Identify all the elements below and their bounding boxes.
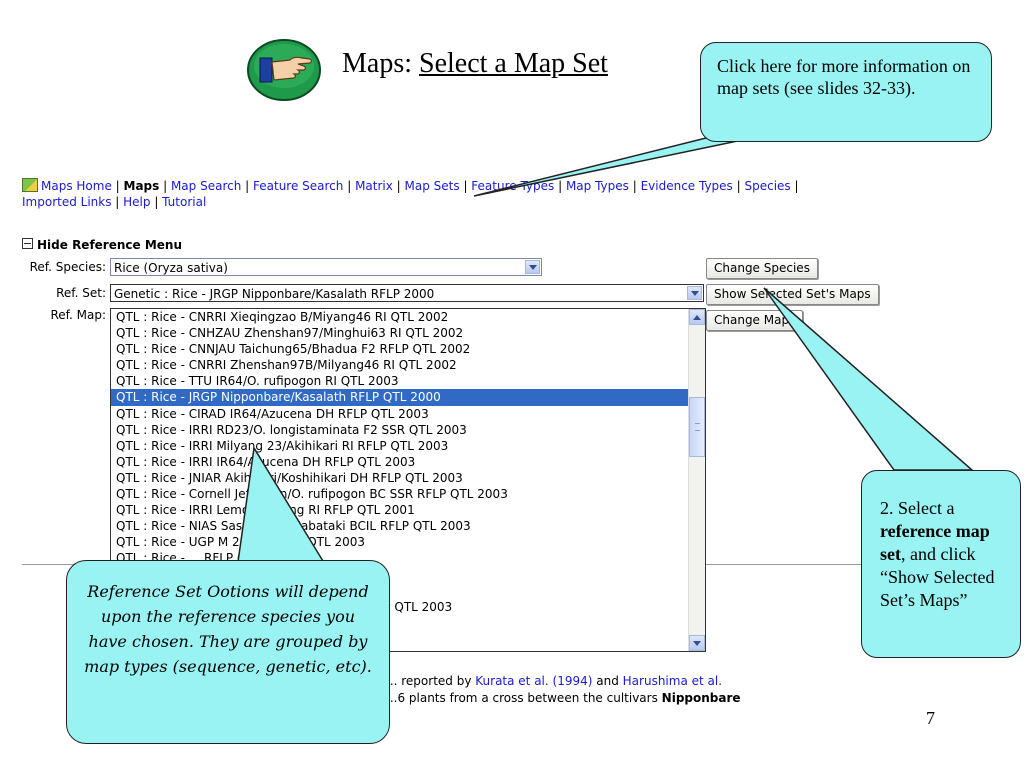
scroll-thumb[interactable]	[689, 397, 705, 457]
pointing-hand-icon	[247, 39, 321, 101]
nav-help[interactable]: Help	[123, 195, 151, 209]
dropdown-scrollbar[interactable]	[688, 309, 705, 651]
dropdown-option[interactable]: QTL : Rice - Cornell Jefferson/O. rufipo…	[116, 487, 508, 502]
ref-set-select[interactable]: Genetic : Rice - JRGP Nipponbare/Kasalat…	[110, 284, 704, 302]
maps-logo-icon	[22, 178, 38, 192]
dropdown-option[interactable]: QTL : Rice - TTU IR64/O. rufipogon RI QT…	[116, 374, 399, 389]
nav-map-search[interactable]: Map Search	[170, 179, 242, 193]
dropdown-option[interactable]: QTL : Rice - CIRAD IR64/Azucena DH RFLP …	[116, 406, 429, 421]
ref-species-select[interactable]: Rice (Oryza sativa)	[110, 258, 542, 276]
scroll-up-icon[interactable]	[689, 309, 705, 325]
dropdown-option-selected[interactable]: QTL : Rice - JRGP Nipponbare/Kasalath RF…	[111, 389, 705, 406]
nav-maps: Maps	[123, 179, 160, 193]
nav-tutorial[interactable]: Tutorial	[162, 195, 207, 209]
hide-reference-menu-toggle[interactable]: Hide Reference Menu	[22, 238, 182, 252]
nav-feature-search[interactable]: Feature Search	[253, 179, 344, 193]
nav-imported-links[interactable]: Imported Links	[22, 195, 112, 209]
nav-species[interactable]: Species	[744, 179, 791, 193]
nav-maps-home[interactable]: Maps Home	[41, 179, 112, 193]
map-sets-info-callout: Click here for more information on map s…	[700, 42, 992, 142]
kurata-link[interactable]: Kurata et al. (1994)	[475, 674, 593, 688]
dropdown-option[interactable]: QTL : Rice - CNNJAU Taichung65/Bhadua F2…	[116, 342, 471, 357]
scroll-down-icon[interactable]	[689, 635, 705, 651]
select-reference-set-callout: 2. Select a reference map set, and click…	[861, 470, 1021, 658]
select-map-set-link[interactable]: Select a Map Set	[419, 48, 608, 79]
nav-matrix[interactable]: Matrix	[355, 179, 393, 193]
slide-number: 7	[926, 708, 935, 728]
dropdown-option[interactable]: QTL : Rice - CNHZAU Zhenshan97/Minghui63…	[116, 326, 464, 341]
reference-set-options-callout: Reference Set Ootions will depend upon t…	[66, 560, 390, 744]
collapse-icon	[22, 238, 33, 249]
slide-title: Maps: Select a Map Set	[342, 48, 608, 79]
dropdown-option[interactable]: QTL : Rice - IRRI RD23/O. longistaminata…	[116, 422, 467, 437]
harushima-link[interactable]: Harushima et al.	[622, 674, 723, 688]
ref-set-label: Ref. Set:	[56, 286, 106, 300]
map-set-description: ... reported by Kurata et al. (1994) and…	[386, 674, 741, 705]
nav-bar: Maps Home | Maps | Map Search | Feature …	[22, 178, 799, 209]
ref-species-label: Ref. Species:	[29, 260, 106, 274]
dropdown-option[interactable]: QTL : Rice - JNIAR Akihikari/Koshihikari…	[116, 470, 463, 485]
nav-map-sets[interactable]: Map Sets	[404, 179, 460, 193]
chevron-down-icon[interactable]	[687, 286, 702, 300]
dropdown-option[interactable]: QTL : Rice - CNRRI Xieqingzao B/Miyang46…	[116, 310, 449, 324]
dropdown-option[interactable]: QTL : Rice - IRRI IR64/Azucena DH RFLP Q…	[116, 454, 416, 469]
dropdown-option[interactable]: QTL : Rice - IRRI Milyang 23/Akihikari R…	[116, 438, 449, 453]
chevron-down-icon[interactable]	[525, 260, 540, 274]
show-selected-sets-maps-button[interactable]: Show Selected Set's Maps	[706, 284, 879, 305]
dropdown-option[interactable]: QTL : Rice - CNRRI Zhenshan97B/Milyang46…	[116, 358, 457, 373]
nav-map-types[interactable]: Map Types	[565, 179, 629, 193]
change-species-button[interactable]: Change Species	[706, 258, 818, 279]
nav-evidence-types[interactable]: Evidence Types	[640, 179, 733, 193]
ref-map-label: Ref. Map:	[50, 308, 106, 322]
change-maps-button[interactable]: Change Maps	[706, 310, 804, 331]
